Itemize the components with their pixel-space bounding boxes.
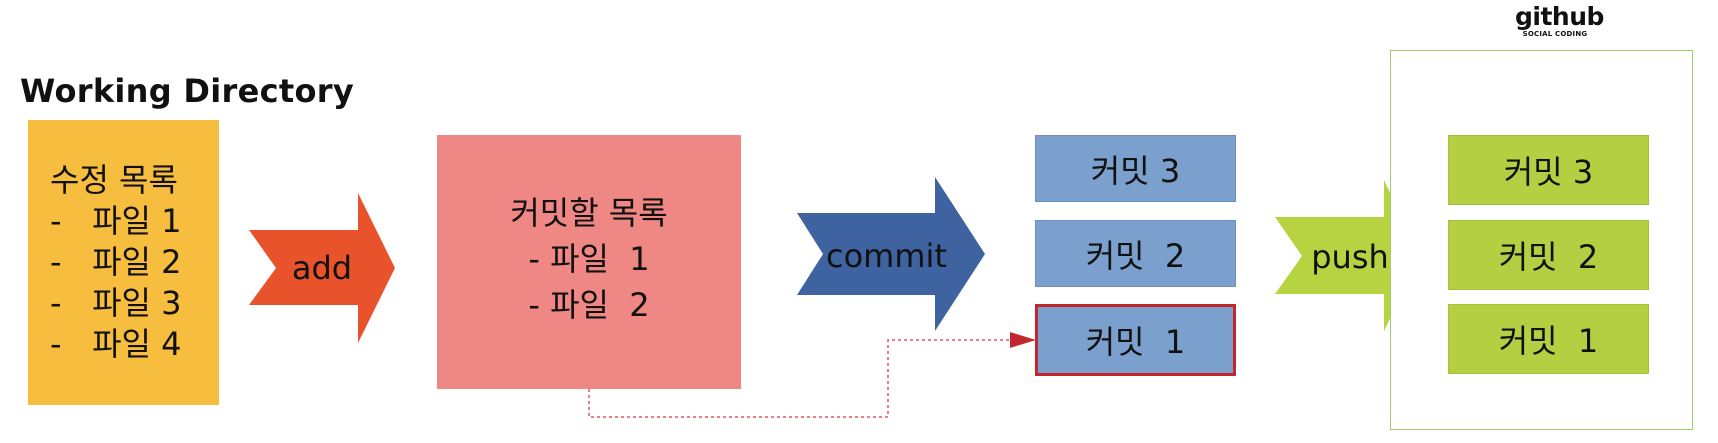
push-label: push [1311,238,1389,276]
working-directory-box [28,120,219,405]
dashed-connector-line [588,339,1020,418]
working-file-item: - 파일 2 [50,243,182,281]
working-file-item: - 파일 1 [50,202,182,240]
staging-heading: 커밋할 목록 [510,194,668,232]
remote-commit-3: 커밋 3 [1448,135,1649,205]
local-commit-1: 커밋 1 [1035,304,1236,376]
add-label: add [291,249,353,287]
working-file-item: - 파일 4 [50,325,182,363]
github-logo-text: github [1515,2,1604,31]
add-arrow [249,193,395,343]
remote-commit-1: 커밋 1 [1448,304,1649,374]
local-commit-3: 커밋 3 [1035,135,1236,202]
local-commit-2: 커밋 2 [1035,220,1236,287]
push-arrow [1275,180,1420,331]
github-logo: github SOCIAL CODING [1515,2,1604,39]
staging-list: 커밋할 목록 - 파일 1 - 파일 2 [437,190,741,328]
staging-box [437,135,741,389]
commit-label: commit [826,237,947,275]
connector-arrowhead [1010,332,1036,348]
working-directory-title: Working Directory [20,72,355,110]
remote-commit-2: 커밋 2 [1448,220,1649,290]
staging-file-item: - 파일 2 [528,286,650,324]
commit-arrow [797,177,985,331]
github-logo-subtext: SOCIAL CODING [1522,30,1588,38]
working-directory-heading: 수정 목록 [50,161,178,199]
working-directory-list: 수정 목록 - 파일 1 - 파일 2 - 파일 3 - 파일 4 [50,160,181,365]
staging-file-item: - 파일 1 [528,240,650,278]
working-file-item: - 파일 3 [50,284,182,322]
